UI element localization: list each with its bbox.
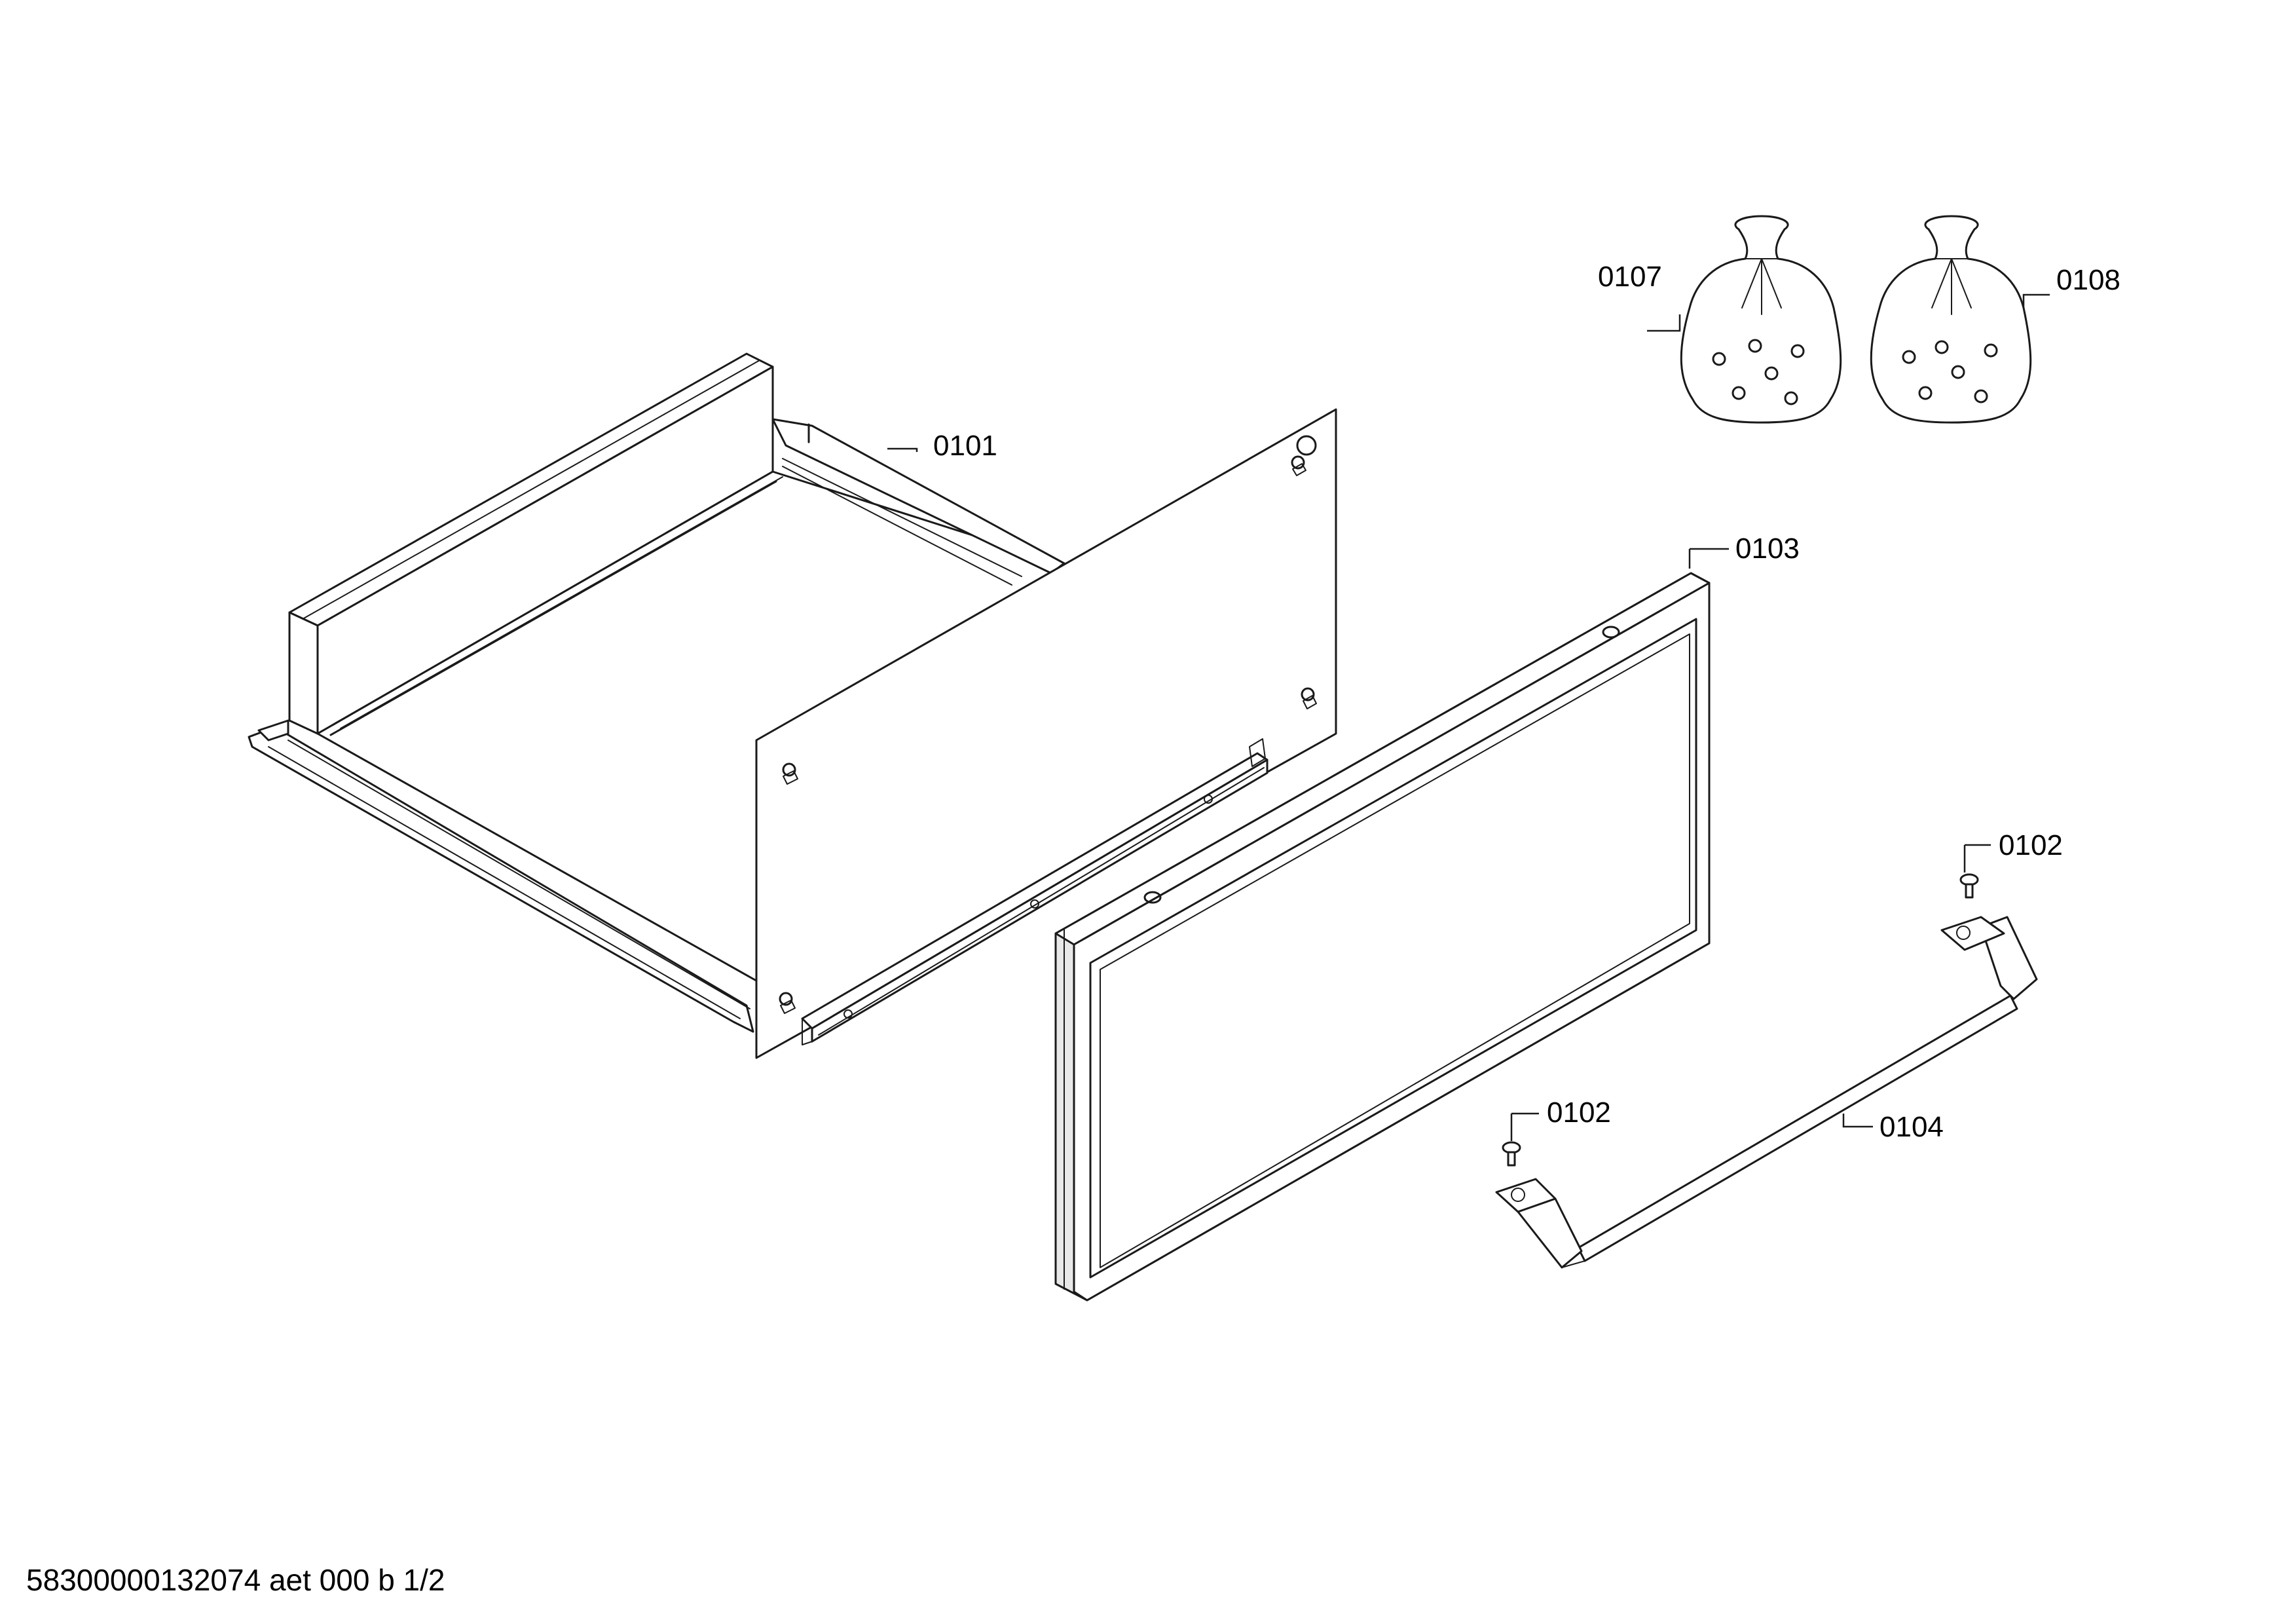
leader-0107 [1647,314,1681,332]
callout-0103: 0103 [1735,533,1800,565]
screw-top-icon [1959,873,1979,899]
callout-0104: 0104 [1879,1111,1944,1143]
document-id: 58300000132074 aet 000 b 1/2 [26,1563,445,1597]
screw-bag-right-icon [1870,215,2032,424]
callout-0101: 0101 [933,430,997,462]
screw-bottom-icon [1502,1141,1521,1167]
leader-0101 [887,447,918,452]
callout-0102-bottom: 0102 [1547,1097,1611,1129]
leader-0102-top [1963,844,1991,873]
leader-0108 [2022,293,2050,308]
screw-bag-left-icon [1680,215,1842,424]
leader-0102-bottom [1510,1112,1539,1141]
callout-0108: 0108 [2056,264,2120,296]
front-panel [1054,572,1711,1302]
leader-0104 [1842,1114,1873,1128]
callout-0102-top: 0102 [1999,829,2063,861]
drawer-body [248,352,1337,1059]
handle [1495,916,2038,1269]
callout-0107: 0107 [1598,261,1662,293]
